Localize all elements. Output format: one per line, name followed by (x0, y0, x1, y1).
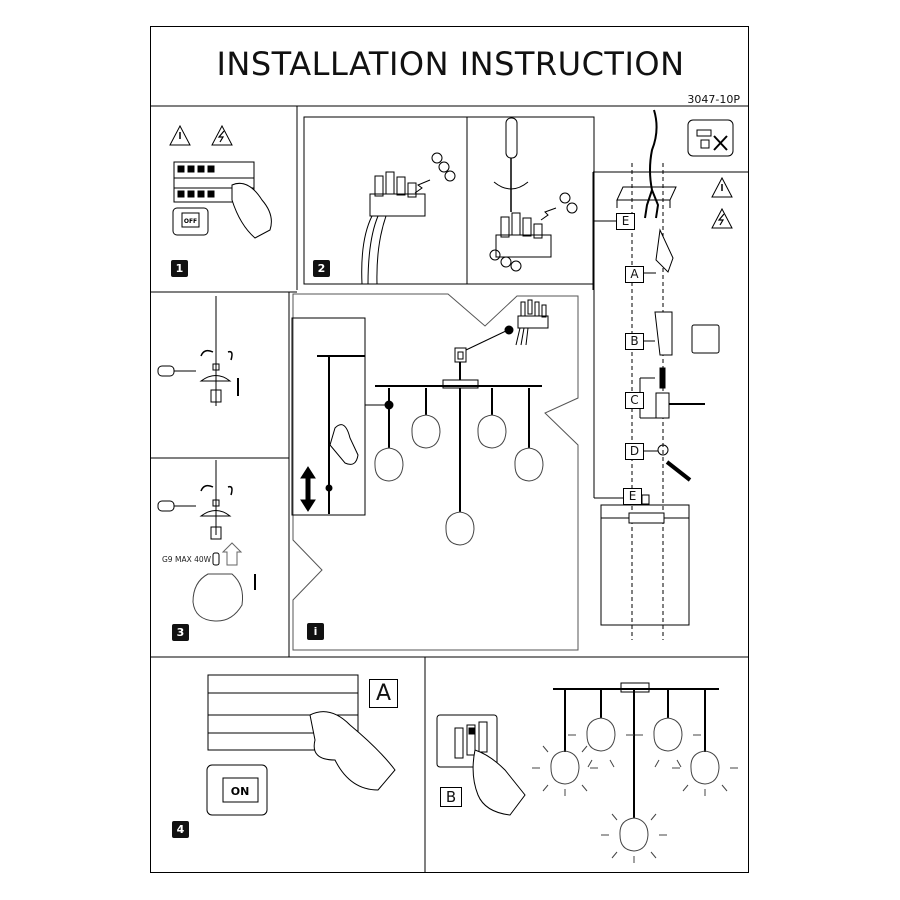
screwdriver-icon (493, 117, 529, 212)
warning-icon (169, 124, 191, 146)
up-arrow-icon (221, 542, 243, 566)
on-switch-icon: ON (206, 764, 268, 816)
terminal-block-icon (515, 299, 549, 346)
callout-b-switch: B (440, 787, 462, 807)
adjustment-panel-frame (292, 293, 579, 651)
bulb-spec-label: G9 MAX 40W (162, 555, 212, 564)
callout-a-power: A (369, 679, 398, 708)
off-switch-icon: OFF (172, 207, 209, 236)
step-badge-info: i (307, 623, 324, 640)
step-badge-4: 4 (172, 821, 189, 838)
step2-frame (303, 116, 595, 285)
drill-icon (654, 311, 673, 356)
callout-e-bottom: E (623, 488, 642, 505)
wall-plug-icon (659, 367, 666, 389)
model-code: 3047-10P (687, 93, 740, 106)
callout-c: C (625, 392, 644, 409)
g9-bulb-icon (212, 552, 220, 566)
ceiling-plate (600, 504, 690, 626)
pencil-hand-icon (655, 228, 674, 273)
hand-icon (231, 182, 272, 239)
electric-hazard-icon (211, 124, 233, 146)
hand-icon (309, 711, 396, 791)
page-title: INSTALLATION INSTRUCTION (216, 45, 685, 83)
electric-hazard-icon (711, 207, 733, 229)
callout-e-top: E (616, 213, 635, 230)
screw-icon (657, 444, 669, 456)
glass-shade-icon (192, 573, 243, 622)
lit-lamps (532, 717, 738, 863)
step-badge-3: 3 (172, 624, 189, 641)
step-badge-1: 1 (171, 260, 188, 277)
terminal-block-left (361, 152, 456, 285)
callout-a: A (625, 266, 644, 283)
hand-icon (472, 749, 526, 816)
off-label: OFF (184, 218, 197, 225)
on-label: ON (231, 785, 250, 798)
step-badge-2: 2 (313, 260, 330, 277)
terminal-block-right (489, 192, 578, 272)
no-drill-icon (687, 119, 734, 157)
warning-icon (711, 176, 733, 198)
callout-d: D (625, 443, 644, 460)
callout-b: B (625, 333, 644, 350)
hammer-icon (655, 392, 670, 419)
wall-switch-icon (436, 714, 498, 768)
adjust-inset (291, 317, 366, 516)
instruction-sheet: INSTALLATION INSTRUCTION 3047-10P (150, 26, 749, 873)
